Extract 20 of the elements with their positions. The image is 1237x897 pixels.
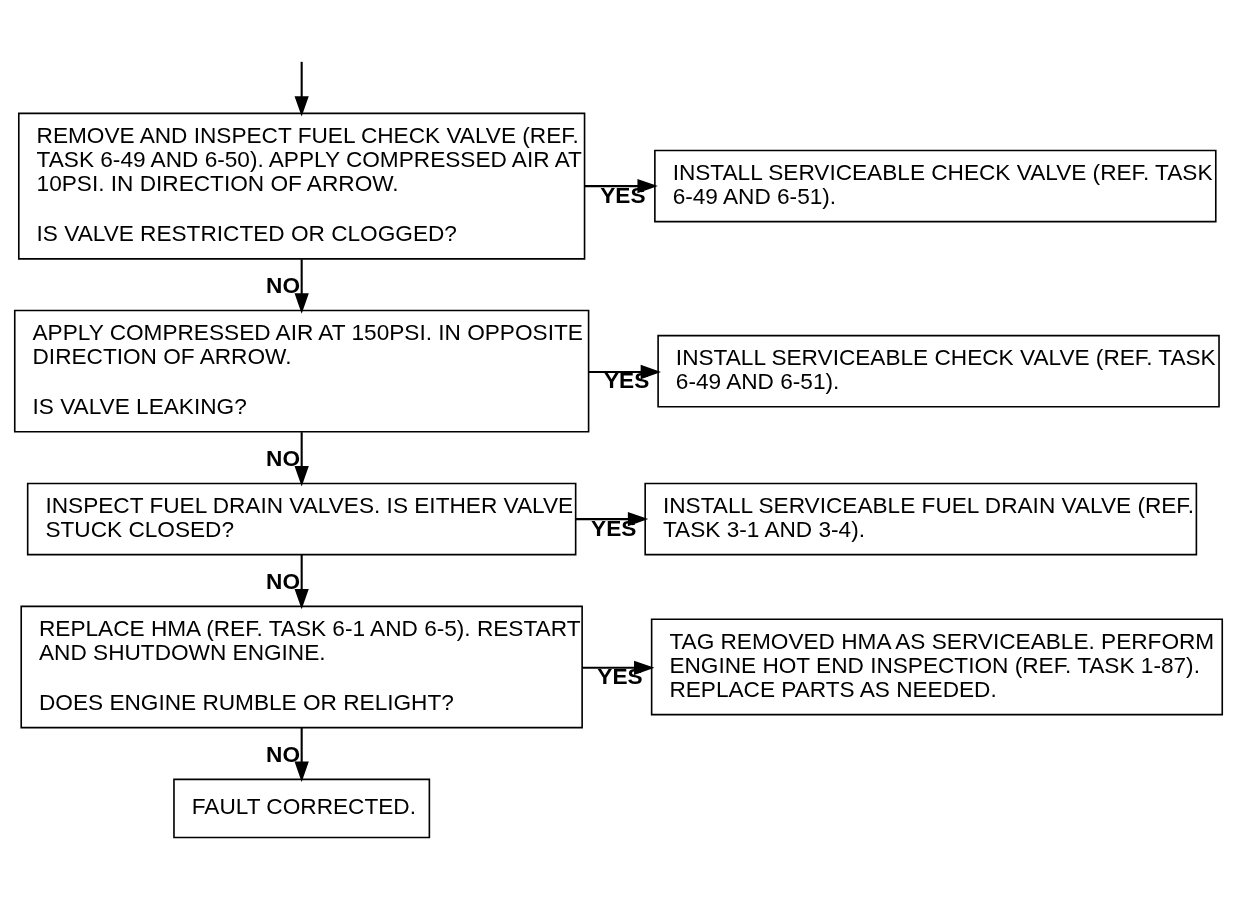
arrow [294,431,309,486]
arrow [584,178,658,193]
edge-label: NO [266,741,301,767]
node-box: INSTALL SERVICEABLE CHECK VALVE (REF. TASK 6-49 AND 6-51). [657,334,1220,408]
node-box: INSPECT FUEL DRAIN VALVES. IS EITHER VALVE STUCK CLOSED? [26,482,577,555]
node-box: REMOVE AND INSPECT FUEL CHECK VALVE (REF. TASK 6-49 AND 6-50). APPLY COMPRESSED AIR AT 10PSI. IN DIRECTION OF ARROW. IS VALVE RESTRICTED OR CLOGGED? [18,112,586,260]
arrow [294,61,309,116]
node-box: APPLY COMPRESSED AIR AT 150PSI. IN OPPOSITE DIRECTION OF ARROW. IS VALVE LEAKING? [13,309,590,433]
edge-label: NO [266,568,301,594]
node-box: FAULT CORRECTED. [173,778,431,838]
node-box: TAG REMOVED HMA AS SERVICEABLE. PERFORM ENGINE HOT END INSPECTION (REF. TASK 1-87). REPLACE PARTS AS NEEDED. [650,618,1224,715]
node-box: INSTALL SERVICEABLE FUEL DRAIN VALVE (REF. TASK 3-1 AND 3-4). [644,482,1198,555]
node-box: INSTALL SERVICEABLE CHECK VALVE (REF. TASK 6-49 AND 6-51). [654,149,1217,222]
node-box: REPLACE HMA (REF. TASK 6-1 AND 6-5). RESTART AND SHUTDOWN ENGINE. DOES ENGINE RUMBLE OR RELIGHT? [20,605,583,728]
arrow [294,258,309,314]
edge-label: NO [266,272,301,298]
arrow [294,554,309,609]
edge-label: YES [600,182,646,208]
edge-label: NO [266,445,301,471]
arrow [294,727,309,782]
